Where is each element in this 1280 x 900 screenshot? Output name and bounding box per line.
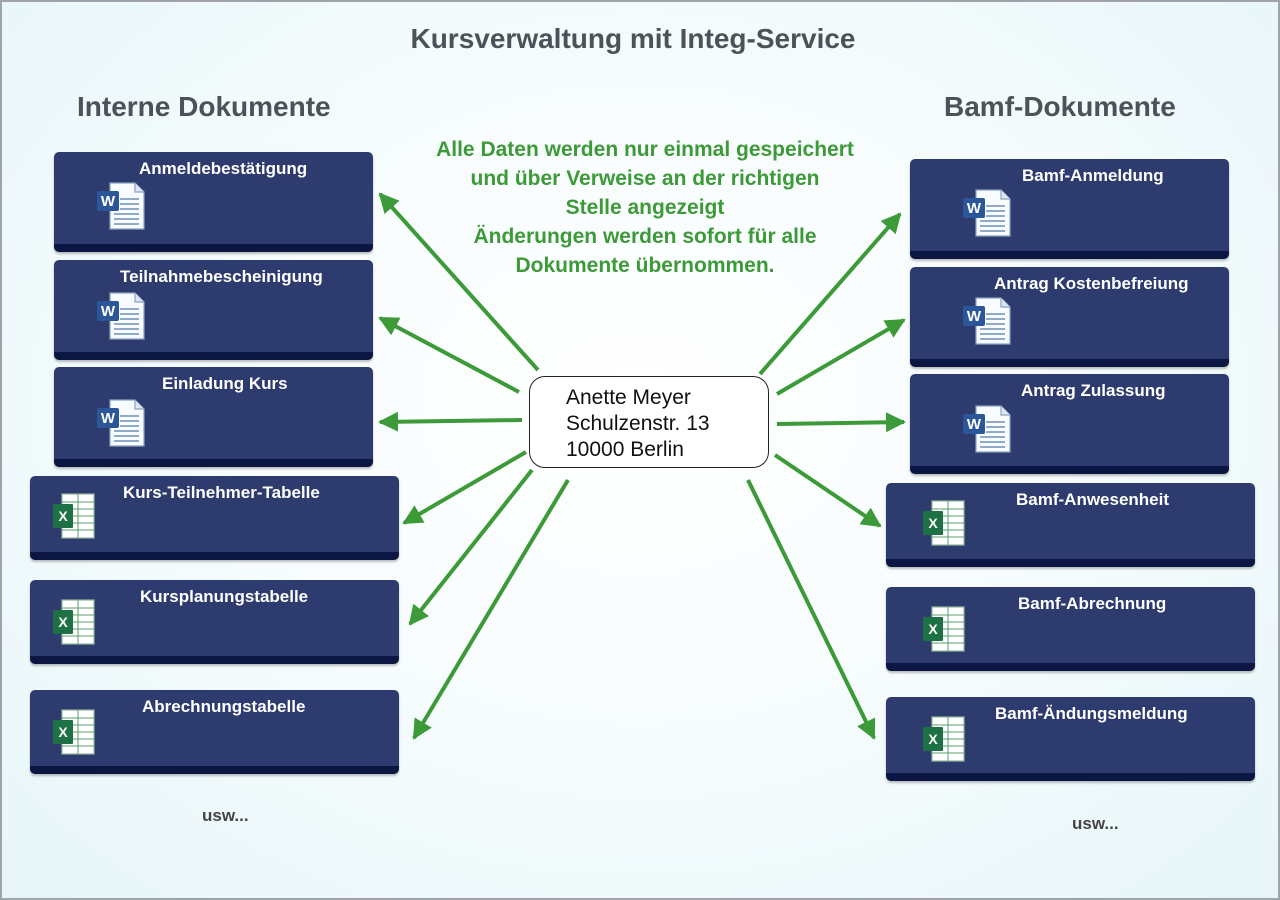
svg-text:W: W xyxy=(967,200,982,217)
arrow-to-bamf-aenderungsmeldung xyxy=(746,479,876,740)
svg-text:X: X xyxy=(58,508,68,524)
address-record: Anette Meyer Schulzenstr. 13 10000 Berli… xyxy=(529,376,769,468)
arrow-to-kursplanungstabelle xyxy=(408,468,534,626)
doc-card-kurs-teilnehmer-tabelle[interactable]: Kurs-Teilnehmer-Tabelle X xyxy=(30,476,399,560)
svg-text:W: W xyxy=(101,303,116,320)
arrow-to-bamf-anwesenheit xyxy=(773,453,882,528)
doc-card-label: Abrechnungstabelle xyxy=(142,697,306,716)
address-street: Schulzenstr. 13 xyxy=(566,412,710,435)
excel-spreadsheet-icon: X xyxy=(52,708,96,761)
more-bamf-documents: usw... xyxy=(1072,814,1119,833)
doc-card-label: Antrag Zulassung xyxy=(1021,381,1166,400)
word-document-icon: W xyxy=(96,292,146,345)
bamf-documents-heading: Bamf-Dokumente xyxy=(944,91,1176,122)
excel-spreadsheet-icon: X xyxy=(52,492,96,545)
doc-card-einladung-kurs[interactable]: Einladung Kurs W xyxy=(54,367,373,467)
svg-text:W: W xyxy=(967,416,982,433)
word-document-icon: W xyxy=(962,189,1012,242)
address-name: Anette Meyer xyxy=(566,386,691,409)
doc-card-antrag-zulassung[interactable]: Antrag Zulassung W xyxy=(910,374,1229,474)
doc-card-label: Bamf-Anmeldung xyxy=(1022,166,1164,185)
doc-card-label: Bamf-Ändungsmeldung xyxy=(995,704,1188,723)
more-internal-documents: usw... xyxy=(202,806,249,825)
arrow-to-antrag-kostenbefreiung xyxy=(775,318,906,396)
data-storage-notice: Alle Daten werden nur einmal gespeichert… xyxy=(385,135,905,280)
arrow-to-teilnahmebescheinigung xyxy=(378,316,520,394)
notice-line: Stelle angezeigt xyxy=(565,196,725,219)
notice-line: Alle Daten werden nur einmal gespeichert xyxy=(436,138,854,161)
doc-card-anmeldebestaetigung[interactable]: Anmeldebestätigung W xyxy=(54,152,373,252)
svg-text:W: W xyxy=(101,193,116,210)
notice-line: Änderungen werden sofort für alle xyxy=(473,225,817,248)
arrow-to-antrag-zulassung xyxy=(776,412,906,433)
arrow-to-bamf-anmeldung xyxy=(758,212,902,376)
svg-text:X: X xyxy=(58,614,68,630)
excel-spreadsheet-icon: X xyxy=(922,715,966,768)
svg-text:X: X xyxy=(928,621,938,637)
doc-card-label: Anmeldebestätigung xyxy=(139,159,308,178)
svg-text:X: X xyxy=(928,731,938,747)
word-document-icon: W xyxy=(962,297,1012,350)
arrow-to-abrechnungstabelle xyxy=(412,478,570,740)
doc-card-teilnahmebescheinigung[interactable]: Teilnahmebescheinigung W xyxy=(54,260,373,360)
svg-text:W: W xyxy=(101,410,116,427)
doc-card-label: Teilnahmebescheinigung xyxy=(120,267,323,286)
doc-card-bamf-aenderungsmeldung[interactable]: Bamf-Ändungsmeldung X xyxy=(886,697,1255,781)
arrow-to-einladung-kurs xyxy=(378,411,523,432)
word-document-icon: W xyxy=(962,405,1012,458)
doc-card-label: Bamf-Abrechnung xyxy=(1018,594,1167,613)
arrow-to-kurs-teilnehmer-tabelle xyxy=(402,450,528,525)
doc-card-antrag-kostenbefreiung[interactable]: Antrag Kostenbefreiung W xyxy=(910,267,1229,367)
internal-documents-heading: Interne Dokumente xyxy=(77,91,331,122)
doc-card-label: Kursplanungstabelle xyxy=(140,587,309,606)
doc-card-bamf-anmeldung[interactable]: Bamf-Anmeldung W xyxy=(910,159,1229,259)
word-document-icon: W xyxy=(96,399,146,452)
address-city: 10000 Berlin xyxy=(566,438,684,461)
word-document-icon: W xyxy=(96,182,146,235)
arrow-to-anmeldebestaetigung xyxy=(378,192,540,372)
svg-text:X: X xyxy=(928,515,938,531)
doc-card-label: Antrag Kostenbefreiung xyxy=(994,274,1189,293)
doc-card-abrechnungstabelle[interactable]: Abrechnungstabelle X xyxy=(30,690,399,774)
notice-line: Dokumente übernommen. xyxy=(515,254,775,277)
doc-card-bamf-anwesenheit[interactable]: Bamf-Anwesenheit X xyxy=(886,483,1255,567)
doc-card-bamf-abrechnung[interactable]: Bamf-Abrechnung X xyxy=(886,587,1255,671)
excel-spreadsheet-icon: X xyxy=(922,605,966,658)
svg-text:W: W xyxy=(967,308,982,325)
excel-spreadsheet-icon: X xyxy=(52,598,96,651)
doc-card-kursplanungstabelle[interactable]: Kursplanungstabelle X xyxy=(30,580,399,664)
doc-card-label: Kurs-Teilnehmer-Tabelle xyxy=(123,483,320,502)
excel-spreadsheet-icon: X xyxy=(922,499,966,552)
doc-card-label: Einladung Kurs xyxy=(162,374,288,393)
svg-text:X: X xyxy=(58,724,68,740)
diagram-title: Kursverwaltung mit Integ-Service xyxy=(410,23,856,54)
notice-line: und über Verweise an der richtigen xyxy=(470,167,820,190)
doc-card-label: Bamf-Anwesenheit xyxy=(1016,490,1170,509)
